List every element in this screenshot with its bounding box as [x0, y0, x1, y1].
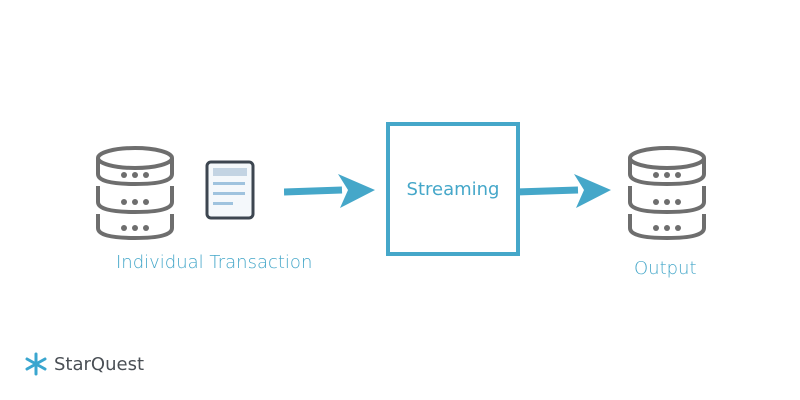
arrow-right-icon	[284, 174, 375, 208]
document-icon	[205, 160, 255, 220]
arrow-right-icon	[516, 174, 611, 208]
streaming-process-box: Streaming	[386, 122, 520, 256]
brand-name: StarQuest	[54, 353, 144, 375]
brand-logo: StarQuest	[24, 352, 144, 376]
source-label: Individual Transaction	[116, 252, 313, 273]
output-label: Output	[634, 258, 697, 279]
database-icon	[628, 146, 706, 240]
streaming-label: Streaming	[406, 178, 500, 200]
database-icon	[96, 146, 174, 240]
star-logo-icon	[25, 352, 47, 376]
